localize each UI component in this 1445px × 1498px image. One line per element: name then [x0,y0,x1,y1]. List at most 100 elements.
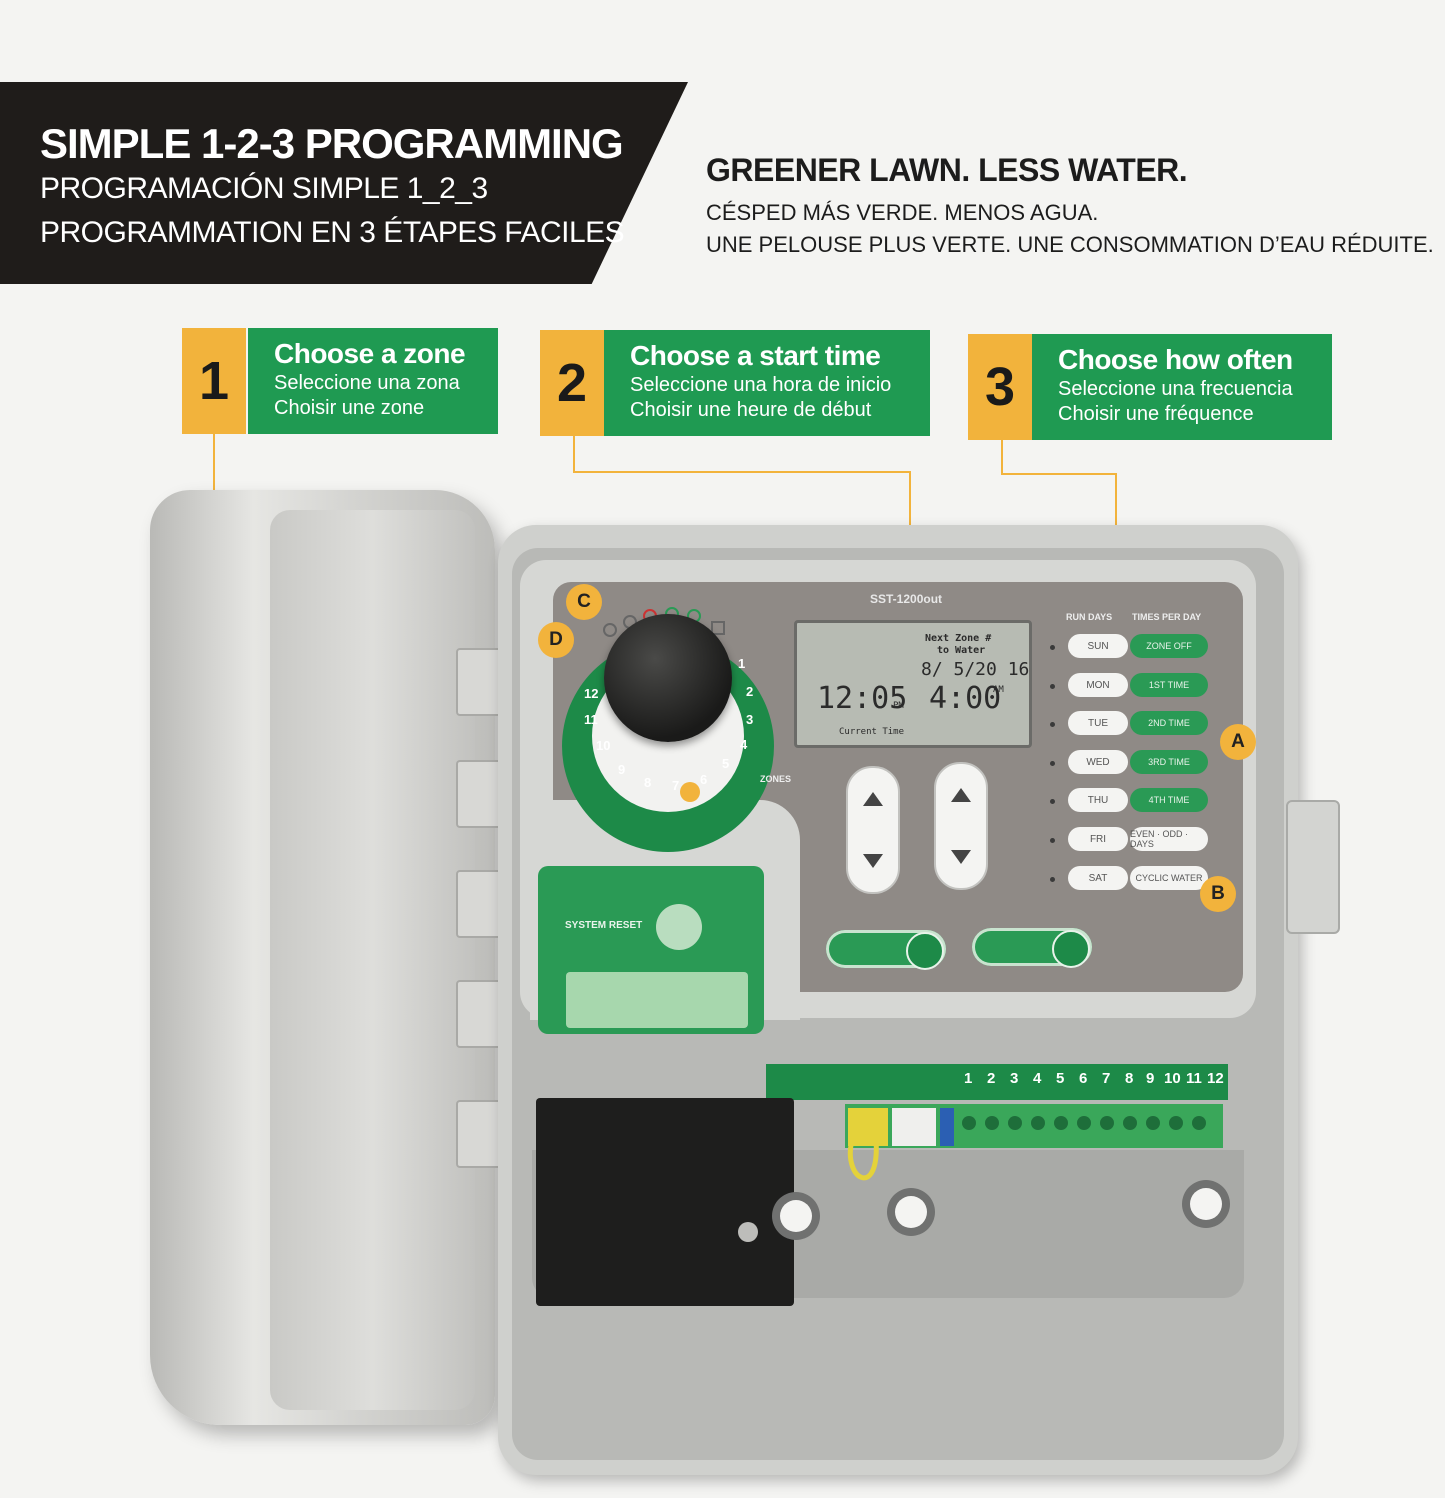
step-1-title: Choose a zone [274,338,466,369]
terminal-number: 11 [1186,1070,1202,1087]
hinge [456,980,506,1048]
terminal-screw [1031,1116,1045,1130]
double-drop-icon [906,932,944,970]
dial-number: 3 [746,712,754,727]
day-button-sat[interactable]: SAT [1068,866,1128,890]
lid-inner-panel [270,510,475,1410]
terminal-screw [1146,1116,1160,1130]
header-title: SIMPLE 1-2-3 PROGRAMMING [40,120,624,167]
fourth-time-button[interactable]: 4TH TIME [1130,788,1208,812]
tagline-fr: UNE PELOUSE PLUS VERTE. UNE CONSOMMATION… [706,232,1434,257]
day-led [1050,645,1055,650]
dial-number: 12 [584,686,599,701]
mode-icon [603,623,617,637]
lcd-to-water: to Water [937,645,986,656]
day-led [1050,684,1055,689]
down-arrow-button[interactable] [951,850,971,864]
knockout-hole [895,1196,927,1228]
lcd-display: Next Zone # to Water 8/ 5/20 16 12:05 PM… [794,620,1032,748]
lcd-start-time: 4:00 [929,681,1002,716]
dial-number: 5 [722,756,730,771]
water-one-zone-button[interactable] [972,928,1092,968]
lcd-next-zone: Next Zone # [925,633,992,644]
day-button-wed[interactable]: WED [1068,750,1128,774]
second-time-button[interactable]: 2ND TIME [1130,711,1208,735]
up-arrow-button[interactable] [951,788,971,802]
common-terminal[interactable] [892,1108,936,1146]
terminal-number: 8 [1125,1070,1134,1087]
dial-number: 1 [738,656,746,671]
up-arrow-button[interactable] [863,792,883,806]
marker-a: A [1220,724,1256,760]
step-2-number: 2 [540,330,604,436]
transformer-cover [536,1098,794,1306]
first-time-button[interactable]: 1ST TIME [1130,673,1208,697]
tagline: GREENER LAWN. LESS WATER. [706,152,1188,188]
dial-number: 4 [740,737,748,752]
terminal-number: 1 [964,1070,973,1087]
master-valve-terminal[interactable] [940,1108,954,1146]
marker-d: D [538,622,574,658]
step-1-fr: Choisir une zone [274,397,425,419]
water-all-zones-button[interactable] [826,930,946,970]
day-button-tue[interactable]: TUE [1068,711,1128,735]
system-reset-button[interactable] [656,904,702,950]
day-led [1050,722,1055,727]
terminal-number: 2 [987,1070,996,1087]
knockout-hole [780,1200,812,1232]
dial-number: 10 [596,738,611,753]
terminal-number: 3 [1010,1070,1019,1087]
day-led [1050,877,1055,882]
step-3-fr: Choisir une fréquence [1058,403,1254,425]
step-2-box: Choose a start time Seleccione una hora … [604,330,930,436]
dial-number: 9 [618,762,626,777]
terminal-screw [1192,1116,1206,1130]
day-button-thu[interactable]: THU [1068,788,1128,812]
down-arrow-button[interactable] [863,854,883,868]
run-days-label: RUN DAYS [1066,612,1113,622]
lcd-pm: PM [893,701,904,711]
screw-icon [738,1222,758,1242]
hinge [456,870,506,938]
terminal-screw [1169,1116,1183,1130]
step-2-fr: Choisir une heure de début [630,399,872,421]
step-2-title: Choose a start time [630,340,881,371]
terminal-label-strip [766,1064,1228,1100]
cyclic-water-button[interactable]: CYCLIC WATER [1130,866,1208,890]
zone-off-button[interactable]: ZONE OFF [1130,634,1208,658]
day-led [1050,761,1055,766]
mode-icon [711,621,725,635]
lcd-am: AM [993,685,1004,695]
step-1-es: Seleccione una zona [274,372,460,394]
hinge [456,648,506,716]
terminal-number: 6 [1079,1070,1088,1087]
step-3-title: Choose how often [1058,344,1293,375]
terminal-screw [985,1116,999,1130]
header-subtitle-fr: PROGRAMMATION EN 3 ÉTAPES FACILES [40,216,625,249]
knockout-hole [1190,1188,1222,1220]
day-button-sun[interactable]: SUN [1068,634,1128,658]
even-odd-days-button[interactable]: EVEN · ODD · DAYS [1130,827,1208,851]
sensor-terminal[interactable] [848,1108,888,1146]
third-time-button[interactable]: 3RD TIME [1130,750,1208,774]
terminal-screw [962,1116,976,1130]
step-3-number: 3 [968,334,1032,440]
terminal-screw [1054,1116,1068,1130]
step-2-es: Seleccione una hora de inicio [630,374,892,396]
step-3-es: Seleccione una frecuencia [1058,378,1293,400]
terminal-screw [1077,1116,1091,1130]
terminal-number: 4 [1033,1070,1042,1087]
step-3-box: Choose how often Seleccione una frecuenc… [1032,334,1332,440]
dial-number: 7 [672,778,680,793]
day-button-mon[interactable]: MON [1068,673,1128,697]
zone-selector-knob[interactable] [604,614,732,742]
marker-b: B [1200,876,1236,912]
model-label: SST-1200out [870,592,943,606]
dial-number: 6 [700,772,708,787]
jumper-wire [847,1140,879,1181]
reset-window [566,972,748,1028]
terminal-screw [1100,1116,1114,1130]
terminal-number: 10 [1164,1070,1181,1087]
day-button-fri[interactable]: FRI [1068,827,1128,851]
terminal-number: 9 [1146,1070,1155,1087]
